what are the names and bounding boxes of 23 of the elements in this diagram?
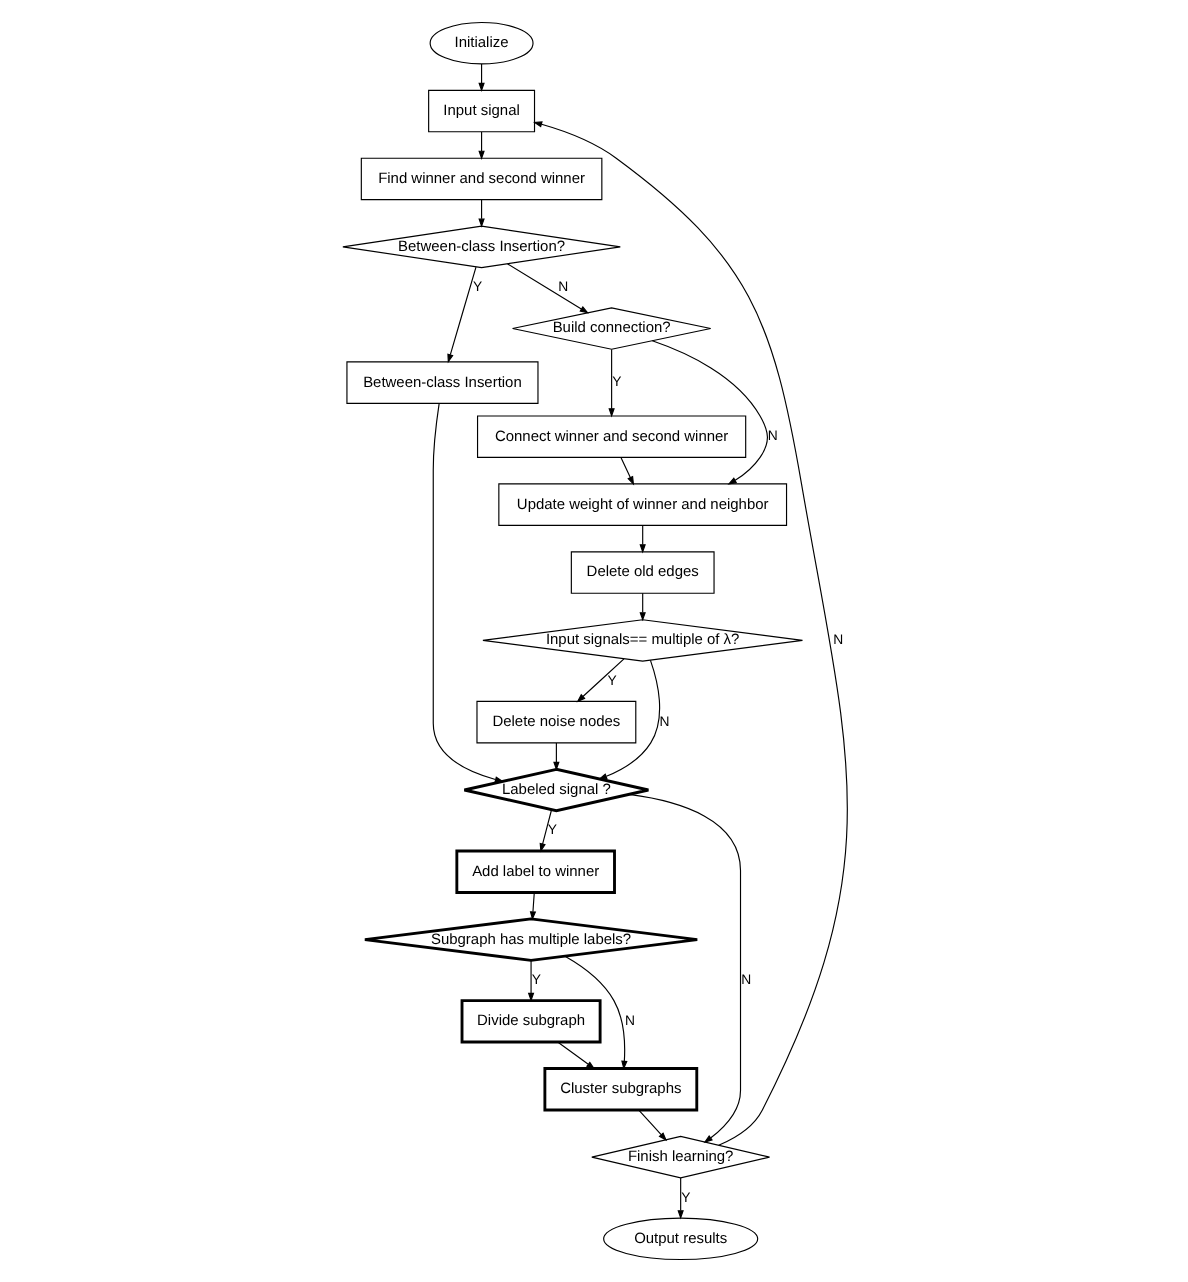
arrow bbox=[532, 121, 847, 1146]
arrow bbox=[650, 340, 767, 485]
arrow bbox=[528, 892, 536, 921]
arrow bbox=[506, 263, 588, 314]
arrow bbox=[431, 403, 504, 783]
arrow bbox=[638, 592, 645, 622]
arrow bbox=[676, 1177, 683, 1220]
arrow bbox=[563, 955, 627, 1071]
arrow bbox=[575, 658, 624, 703]
arrow bbox=[637, 1109, 667, 1142]
arrow bbox=[538, 809, 552, 853]
arrow bbox=[627, 793, 741, 1144]
arrow bbox=[526, 959, 534, 1002]
arrow bbox=[638, 524, 645, 554]
arrow bbox=[477, 131, 484, 160]
arrow bbox=[607, 349, 614, 418]
arrow bbox=[477, 63, 484, 92]
arrow bbox=[597, 659, 660, 780]
arrow bbox=[477, 199, 484, 228]
arrow bbox=[552, 742, 559, 771]
arrow bbox=[556, 1041, 595, 1070]
arrow bbox=[619, 457, 634, 486]
arrow bbox=[446, 266, 476, 364]
